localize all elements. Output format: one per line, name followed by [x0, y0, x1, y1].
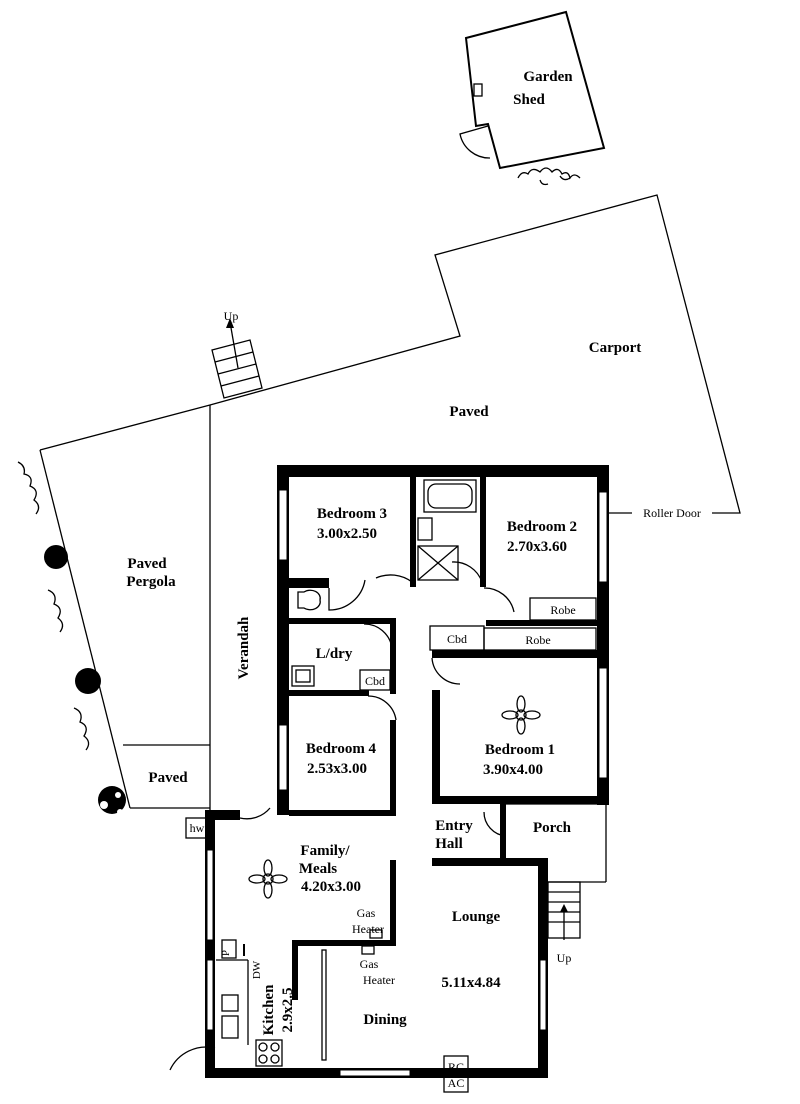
laundry-label: L/dry [316, 646, 353, 662]
bedroom3-name: Bedroom 3 [317, 506, 387, 522]
bedroom3-size: 3.00x2.50 [317, 526, 377, 542]
site-outline [39, 194, 741, 818]
family-size: 4.20x3.00 [301, 879, 361, 895]
bedroom4-name: Bedroom 4 [306, 741, 377, 757]
gas-heater-label-1b: Heater [352, 922, 384, 936]
fan-icon [248, 859, 288, 899]
doors [169, 561, 515, 1071]
verandah-label: Verandah [236, 616, 252, 679]
bedroom1-size: 3.90x4.00 [483, 762, 543, 778]
shrub [517, 167, 581, 186]
roller-door-label: Roller Door [643, 506, 701, 520]
steps-top [211, 318, 263, 399]
family-label-1: Family/ [300, 843, 350, 859]
rc-label: RC [448, 1060, 464, 1074]
kitchen-fixtures [216, 929, 383, 1067]
bedroom4-size: 2.53x3.00 [307, 761, 367, 777]
porch-label: Porch [533, 820, 572, 836]
paved-pergola-label-2: Pergola [126, 574, 176, 590]
arrow-up-icon [560, 904, 568, 912]
paved-label: Paved [449, 404, 489, 420]
hot-water-box [185, 817, 209, 839]
kitchen-name: Kitchen [261, 984, 277, 1035]
storage [429, 597, 597, 651]
paved-pergola-label-1: Paved [127, 556, 167, 572]
cbd-label-2: Cbd [365, 674, 385, 688]
bedroom1-name: Bedroom 1 [485, 742, 555, 758]
rcac-box [443, 1055, 469, 1093]
up-label-front: Up [557, 951, 572, 965]
up-label-top: Up [224, 309, 239, 323]
lounge-name: Lounge [452, 909, 501, 925]
entry-label-1: Entry [435, 818, 473, 834]
dw-label: DW [251, 960, 263, 979]
hw-label: hw [190, 821, 205, 835]
garden-shed-label-2: Shed [513, 92, 545, 108]
garden-shed [459, 10, 606, 186]
robe-label-1: Robe [550, 603, 575, 617]
windows [206, 489, 608, 1077]
cbd-label-1: Cbd [447, 632, 467, 646]
p-label: P [220, 950, 232, 956]
family-label-2: Meals [299, 861, 337, 877]
laundry-fixtures [291, 665, 391, 691]
bedroom2-size: 2.70x3.60 [507, 539, 567, 555]
bathroom-fixtures [297, 479, 477, 611]
carport-label: Carport [589, 340, 642, 356]
gas-heater-label-1a: Gas [357, 906, 376, 920]
gas-heater-label-2b: Heater [363, 973, 395, 987]
lounge-size: 5.11x4.84 [441, 975, 501, 991]
bedroom2-name: Bedroom 2 [507, 519, 577, 535]
fan-icon [501, 695, 541, 735]
kitchen-size: 2.9x2.5 [280, 988, 296, 1033]
ac-label: AC [448, 1076, 465, 1090]
gas-heater-label-2a: Gas [360, 957, 379, 971]
arrow-up-icon [226, 318, 234, 328]
entry-label-2: Hall [435, 836, 463, 852]
robe-label-2: Robe [525, 633, 550, 647]
paved-small-label: Paved [148, 770, 188, 786]
dining-label: Dining [363, 1012, 407, 1028]
steps-front [547, 881, 581, 940]
garden-shed-label-1: Garden [523, 69, 573, 85]
garden-plants [17, 461, 126, 815]
